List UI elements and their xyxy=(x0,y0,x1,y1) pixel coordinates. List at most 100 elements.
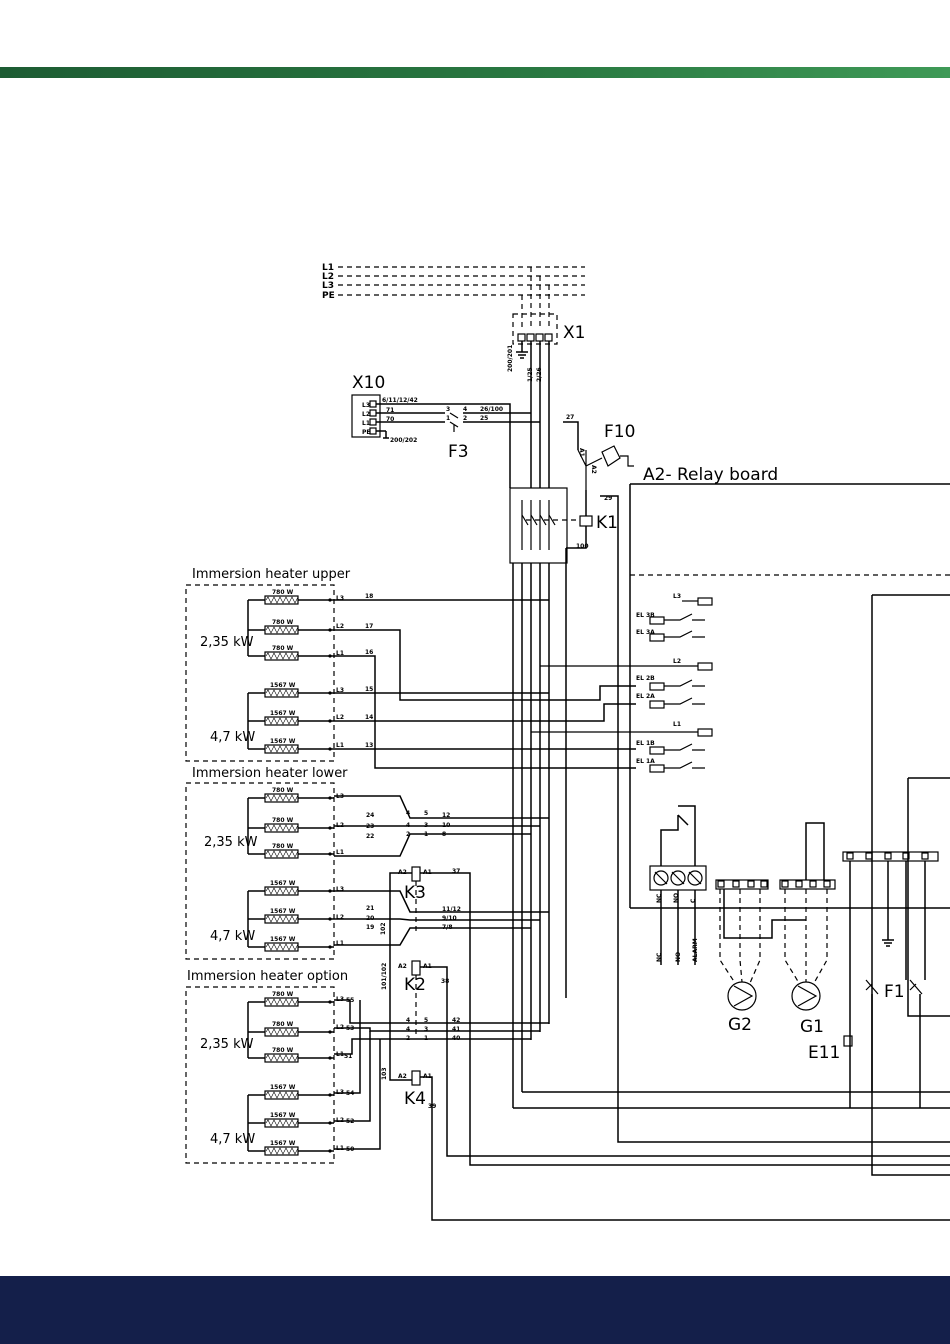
svg-text:L3: L3 xyxy=(336,595,344,602)
heater-lower-power2: 4,7 kW xyxy=(210,929,255,944)
svg-text:18: 18 xyxy=(365,593,373,600)
heater-terminal-dot xyxy=(328,654,332,658)
heater-terminal-dot xyxy=(328,1000,332,1004)
pump-g2: G2 xyxy=(719,889,761,1035)
svg-text:L3: L3 xyxy=(336,886,344,893)
supply-label-pe: PE xyxy=(322,291,335,301)
heater-element-coil xyxy=(265,824,299,832)
heater-terminal-dot xyxy=(328,1056,332,1060)
heater-element-coil xyxy=(265,1091,299,1099)
svg-text:21: 21 xyxy=(366,905,374,912)
svg-text:4: 4 xyxy=(406,1026,410,1033)
heater-element-rating: 780 W xyxy=(272,645,294,652)
svg-text:L2: L2 xyxy=(336,1117,344,1124)
svg-text:1: 1 xyxy=(424,1035,428,1042)
svg-text:L2: L2 xyxy=(362,411,370,418)
svg-text:7/8: 7/8 xyxy=(442,924,453,931)
heater-element-rating: 780 W xyxy=(272,619,294,626)
svg-text:1: 1 xyxy=(446,415,450,422)
heater-upper: Immersion heater upper 2,35 kW 4,7 kW xyxy=(185,567,351,762)
svg-text:5: 5 xyxy=(424,810,428,817)
svg-text:EL 3A: EL 3A xyxy=(636,629,655,636)
svg-text:14: 14 xyxy=(365,714,373,721)
svg-text:101/102: 101/102 xyxy=(381,963,388,990)
heater-option-power2: 4,7 kW xyxy=(210,1132,255,1147)
svg-text:EL 3B: EL 3B xyxy=(636,612,655,619)
svg-text:L3: L3 xyxy=(336,687,344,694)
k3-label: K3 xyxy=(404,883,426,903)
heater-element-coil xyxy=(265,717,299,725)
heater-lower-title: Immersion heater lower xyxy=(192,766,348,781)
heater-terminal-dot xyxy=(328,691,332,695)
g2-label: G2 xyxy=(728,1015,752,1035)
heater-element-coil xyxy=(265,915,299,923)
svg-text:4: 4 xyxy=(406,810,410,817)
heater-terminal-dot xyxy=(328,826,332,830)
heater-element-coil xyxy=(265,626,299,634)
heater-element-coil xyxy=(265,1054,299,1062)
heater-element-rating: 780 W xyxy=(272,1021,294,1028)
svg-text:200/202: 200/202 xyxy=(390,437,417,444)
heater-terminal-dot xyxy=(328,598,332,602)
heater-upper-power1: 2,35 kW xyxy=(200,635,254,650)
heater-upper-power2: 4,7 kW xyxy=(210,730,255,745)
svg-text:11/12: 11/12 xyxy=(442,906,461,913)
k1-label: K1 xyxy=(596,513,618,533)
svg-text:L3: L3 xyxy=(673,593,681,600)
heater-element-coil xyxy=(265,887,299,895)
heater-element-coil xyxy=(265,1028,299,1036)
heater-element-coil xyxy=(265,943,299,951)
svg-text:6/11/12/42: 6/11/12/42 xyxy=(382,397,418,404)
pump-terminals xyxy=(715,822,836,890)
svg-text:13: 13 xyxy=(365,742,373,749)
svg-text:L3: L3 xyxy=(362,402,370,409)
svg-text:C: C xyxy=(690,898,697,903)
svg-text:2: 2 xyxy=(406,1035,410,1042)
heater-lower-power1: 2,35 kW xyxy=(204,835,258,850)
svg-text:38: 38 xyxy=(441,978,449,985)
supply-label-l1: L1 xyxy=(322,263,334,273)
heater-element-coil xyxy=(265,1147,299,1155)
heater-option-title: Immersion heater option xyxy=(187,969,348,984)
svg-text:L1: L1 xyxy=(336,1145,344,1152)
svg-text:53: 53 xyxy=(346,1025,354,1032)
heater-element-coil xyxy=(265,1119,299,1127)
svg-text:17: 17 xyxy=(365,623,373,630)
svg-text:55: 55 xyxy=(346,997,354,1004)
heater-terminal-dot xyxy=(328,945,332,949)
svg-text:L2: L2 xyxy=(336,822,344,829)
heater-element-coil xyxy=(265,689,299,697)
svg-text:29: 29 xyxy=(604,495,612,502)
k1-contactor: K1 100 29 xyxy=(509,487,618,564)
svg-text:PE: PE xyxy=(362,429,371,436)
heater-element-coil xyxy=(265,998,299,1006)
svg-text:5: 5 xyxy=(424,1017,428,1024)
x10-terminal-block: X10 L3 L2 L1 PE 6/11/12/42 71 70 200/202 xyxy=(351,373,418,444)
f1-breaker: F1 xyxy=(865,979,923,1108)
svg-text:23: 23 xyxy=(366,823,374,830)
relay-board-title: A2- Relay board xyxy=(643,465,778,485)
svg-text:EL 1A: EL 1A xyxy=(636,758,655,765)
svg-text:A1: A1 xyxy=(578,448,585,457)
heater-terminal-dot xyxy=(328,889,332,893)
svg-text:L1: L1 xyxy=(336,1051,344,1058)
supply-label-l3: L3 xyxy=(322,281,334,291)
svg-text:3: 3 xyxy=(424,822,428,829)
heater-element-rating: 780 W xyxy=(272,991,294,998)
svg-text:200/201: 200/201 xyxy=(507,345,514,372)
svg-text:1: 1 xyxy=(424,831,428,838)
svg-text:A2: A2 xyxy=(398,963,407,970)
f1-label: F1 xyxy=(884,982,905,1002)
svg-text:42: 42 xyxy=(452,1017,460,1024)
svg-text:ALARM: ALARM xyxy=(692,938,699,962)
svg-text:4: 4 xyxy=(406,822,410,829)
heater-element-rating: 1567 W xyxy=(270,936,296,943)
svg-text:L2: L2 xyxy=(336,714,344,721)
x1-label: X1 xyxy=(563,323,585,343)
heater-element-rating: 780 W xyxy=(272,843,294,850)
svg-text:102: 102 xyxy=(380,922,387,935)
svg-text:22: 22 xyxy=(366,833,374,840)
heater-option-power1: 2,35 kW xyxy=(200,1037,254,1052)
